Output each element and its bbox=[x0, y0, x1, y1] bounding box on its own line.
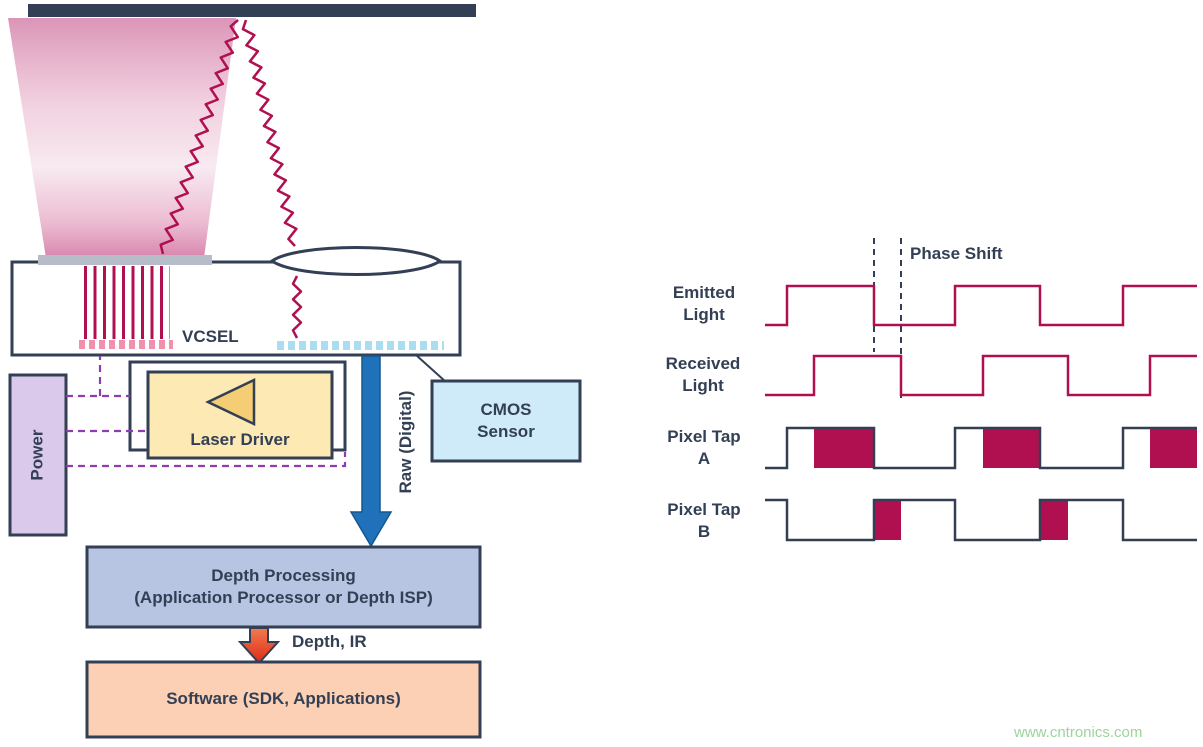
waveform-pixel-tap-a bbox=[765, 426, 1197, 470]
power-label: Power bbox=[27, 429, 47, 481]
sensor-pixel-strip bbox=[277, 341, 444, 350]
amplifier-icon bbox=[205, 378, 256, 426]
software-box bbox=[85, 660, 482, 739]
received-light-label: Received Light bbox=[646, 353, 760, 397]
waveform-received-light bbox=[765, 354, 1197, 397]
depth-ir-arrow bbox=[237, 627, 281, 665]
target-bar bbox=[28, 4, 476, 17]
pixel-tap-a-integration-fill bbox=[814, 428, 874, 468]
pixel-tap-b-label-line1: Pixel Tap bbox=[667, 499, 741, 519]
laser-driver-label: Laser Driver bbox=[190, 430, 290, 449]
software-label: Software (SDK, Applications) bbox=[166, 689, 401, 709]
depth-processing-box bbox=[85, 545, 482, 629]
depth-processing-label-line1: Depth Processing bbox=[211, 565, 356, 585]
cmos-sensor-label-line1: CMOS bbox=[480, 399, 532, 419]
reflected-ray-zigzag bbox=[241, 19, 298, 247]
emitted-light-label-line1: Emitted bbox=[672, 282, 736, 302]
power-box bbox=[8, 373, 68, 537]
power-box-label-wrap: Power bbox=[10, 375, 66, 535]
emitted-light-label: Emitted Light bbox=[650, 282, 758, 326]
pixel-tap-a-integration-fill bbox=[1150, 428, 1197, 468]
power-line-return bbox=[66, 452, 347, 468]
pixel-tap-a-label: Pixel Tap A bbox=[652, 426, 756, 470]
pixel-tap-b-integration-fill bbox=[874, 500, 901, 540]
vcsel-array bbox=[84, 266, 170, 339]
cmos-sensor-label-wrap: CMOS Sensor bbox=[432, 381, 580, 461]
lens bbox=[269, 246, 443, 276]
vcsel-aperture-bar bbox=[38, 255, 212, 265]
emitted-ray-zigzag bbox=[159, 19, 240, 255]
received-light-label-line2: Light bbox=[682, 376, 724, 395]
phase-shift-markers bbox=[873, 238, 902, 398]
received-light-label-line1: Received bbox=[665, 353, 741, 373]
pixel-tap-a-integration-fill bbox=[983, 428, 1040, 468]
pixel-tap-b-label: Pixel Tap B bbox=[652, 499, 756, 543]
depth-processing-label-wrap: Depth Processing (Application Processor … bbox=[87, 547, 480, 627]
power-connections bbox=[66, 356, 347, 468]
cmos-connector-line bbox=[415, 354, 447, 383]
pixel-tap-a-label-line2: A bbox=[697, 449, 711, 468]
pixel-tap-a-label-line1: Pixel Tap bbox=[667, 426, 741, 446]
pixel-tap-a-trace bbox=[765, 426, 1197, 470]
software-label-wrap: Software (SDK, Applications) bbox=[87, 662, 480, 737]
watermark: www.cntronics.com bbox=[1014, 724, 1143, 741]
cmos-sensor-box bbox=[430, 379, 582, 463]
vcsel-emitter-strip bbox=[79, 340, 173, 349]
cmos-sensor-label-line2: Sensor bbox=[477, 422, 535, 441]
phase-shift-label: Phase Shift bbox=[910, 244, 1003, 263]
received-light-trace bbox=[765, 354, 1197, 397]
lens-ray-zigzag bbox=[291, 275, 303, 339]
depth-ir-label: Depth, IR bbox=[292, 632, 367, 651]
waveform-emitted-light bbox=[765, 284, 1197, 327]
raw-digital-arrow bbox=[349, 355, 393, 548]
vcsel-label: VCSEL bbox=[182, 327, 239, 346]
waveform-pixel-tap-b bbox=[765, 498, 1197, 542]
pixel-tap-b-integration-fill bbox=[1040, 500, 1068, 540]
pixel-tap-b-trace bbox=[765, 498, 1197, 542]
light-cone bbox=[8, 18, 236, 258]
depth-processing-label-line2: (Application Processor or Depth ISP) bbox=[134, 588, 433, 607]
raw-digital-label: Raw (Digital) bbox=[396, 390, 415, 494]
emitted-light-label-line2: Light bbox=[683, 305, 725, 324]
pixel-tap-b-label-line2: B bbox=[697, 522, 711, 541]
emitted-light-trace bbox=[765, 284, 1197, 327]
